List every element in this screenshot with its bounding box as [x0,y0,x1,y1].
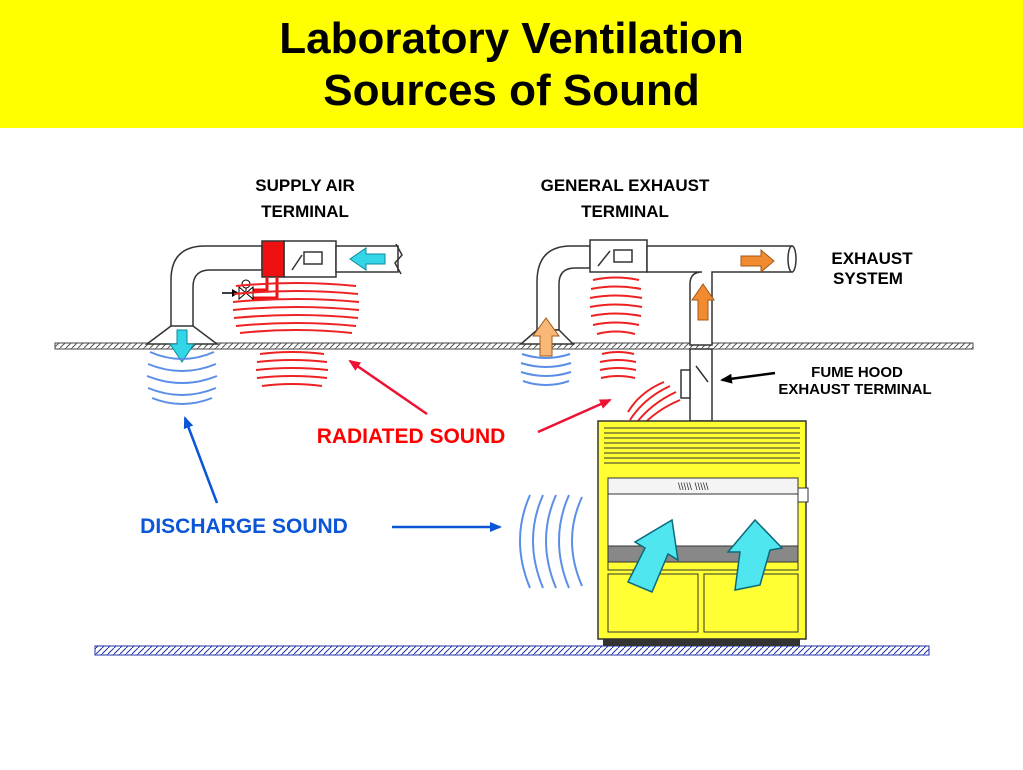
exhaust-system-arrow-icon [740,248,775,274]
fume-hood-damper-icon [695,365,709,383]
reheat-valve-icon [222,277,279,301]
title-line-1: Laboratory Ventilation [279,14,744,63]
title-line-2: Sources of Sound [323,66,700,115]
general-exhaust-label-line-1: GENERAL EXHAUST [540,176,710,195]
floor-line [94,645,930,656]
supply-air-label-line-2: TERMINAL [261,202,349,221]
radiated-arrow-left [348,359,428,416]
supply-radiated-waves-below [255,351,329,387]
general-exhaust-duct [519,239,797,346]
supply-discharge-arrow-icon [169,329,195,363]
hood-discharge-waves [519,494,583,589]
hood-airflow-arrows-icon [626,518,784,593]
fume-hood-label-line-2: EXHAUST TERMINAL [778,381,932,398]
exhaust-system-label-line-2: SYSTEM [833,269,903,288]
supply-discharge-waves [146,351,218,405]
discharge-sound-label: DISCHARGE SOUND [140,515,348,538]
svg-text:\\\\\ \\\\\: \\\\\ \\\\\ [678,482,709,493]
fume-hood-label-line-1: FUME HOOD [811,364,903,381]
fume-exhaust-arrow-icon [691,283,715,321]
supply-radiated-waves [232,282,360,334]
exhaust-system-label-line-1: EXHAUST [831,249,913,268]
fume-hood-pointer-arrow [720,371,776,384]
supply-flow-arrow-icon [349,247,386,271]
general-exhaust-label-line-2: TERMINAL [581,202,669,221]
supply-air-label-line-1: SUPPLY AIR [255,176,355,195]
exhaust-intake-arrow-icon [532,317,560,357]
supply-reheat-coil [261,240,285,278]
exhaust-radiated-waves-below [599,351,637,379]
ceiling-line [54,342,974,350]
radiated-sound-label: RADIATED SOUND [316,425,506,448]
exhaust-discharge-waves [520,353,572,386]
discharge-arrow-up [183,416,219,504]
title-banner [0,0,1023,128]
fume-hood-exhaust-duct [680,348,713,422]
exhaust-damper-icon [597,249,633,267]
exhaust-radiated-waves [589,276,643,335]
radiated-arrow-right [537,398,612,434]
fume-hood-cabinet: \\\\\ \\\\\ [597,420,809,646]
supply-damper-icon [291,251,323,271]
